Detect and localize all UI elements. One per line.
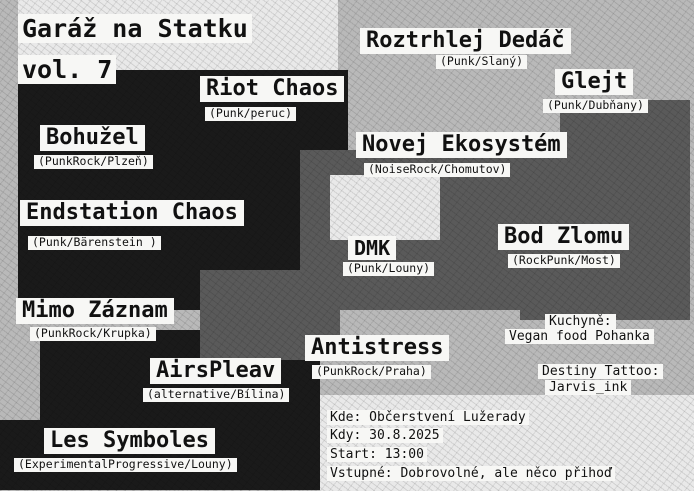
band-name: Bohužel bbox=[40, 125, 145, 151]
band-name: DMK bbox=[348, 236, 397, 260]
band-genre: (PunkRock/Krupka) bbox=[30, 327, 156, 341]
kitchen-value: Vegan food Pohanka bbox=[505, 329, 654, 344]
band-genre: (Punk/peruc) bbox=[205, 107, 297, 121]
band-genre: (PunkRock/Praha) bbox=[312, 365, 431, 379]
band-name: Mimo Záznam bbox=[16, 298, 174, 324]
band-name: Endstation Chaos bbox=[20, 200, 244, 226]
band-name: Riot Chaos bbox=[200, 76, 345, 102]
band-name: Antistress bbox=[305, 335, 450, 361]
band-name: Roztrhlej Dedáč bbox=[360, 28, 571, 54]
band-genre: (RockPunk/Most) bbox=[508, 254, 620, 268]
band-genre: (Punk/Slaný) bbox=[436, 55, 528, 69]
event-start: Start: 13:00 bbox=[327, 447, 427, 462]
tattoo-label: Destiny Tattoo: bbox=[538, 364, 664, 379]
event-title: Garáž na Statku bbox=[18, 14, 252, 43]
band-name: AirsPleav bbox=[150, 358, 282, 384]
tattoo-value: Jarvis_ink bbox=[545, 380, 632, 395]
band-name: Novej Ekosystém bbox=[356, 132, 567, 158]
band-genre: (alternative/Bílina) bbox=[143, 388, 290, 402]
band-genre: (PunkRock/Plzeň) bbox=[34, 155, 153, 169]
band-name: Bod Zlomu bbox=[498, 224, 630, 250]
kitchen-label: Kuchyně: bbox=[545, 314, 616, 329]
band-genre: (Punk/Louny) bbox=[343, 262, 435, 276]
band-genre: (Punk/Bärenstein ) bbox=[28, 236, 161, 250]
band-genre: (Punk/Dubňany) bbox=[543, 99, 648, 113]
event-entry: Vstupné: Dobrovolné, ale něco přihoď bbox=[327, 466, 615, 481]
band-genre: (ExperimentalProgressive/Louny) bbox=[14, 458, 237, 472]
event-volume: vol. 7 bbox=[18, 55, 117, 84]
event-date: Kdy: 30.8.2025 bbox=[327, 428, 443, 443]
band-name: Glejt bbox=[555, 69, 634, 95]
band-name: Les Symboles bbox=[44, 428, 215, 454]
collage-face-highlight bbox=[330, 175, 440, 240]
event-place: Kde: Občerstvení Lužerady bbox=[327, 410, 529, 425]
band-genre: (NoiseRock/Chomutov) bbox=[364, 163, 511, 177]
